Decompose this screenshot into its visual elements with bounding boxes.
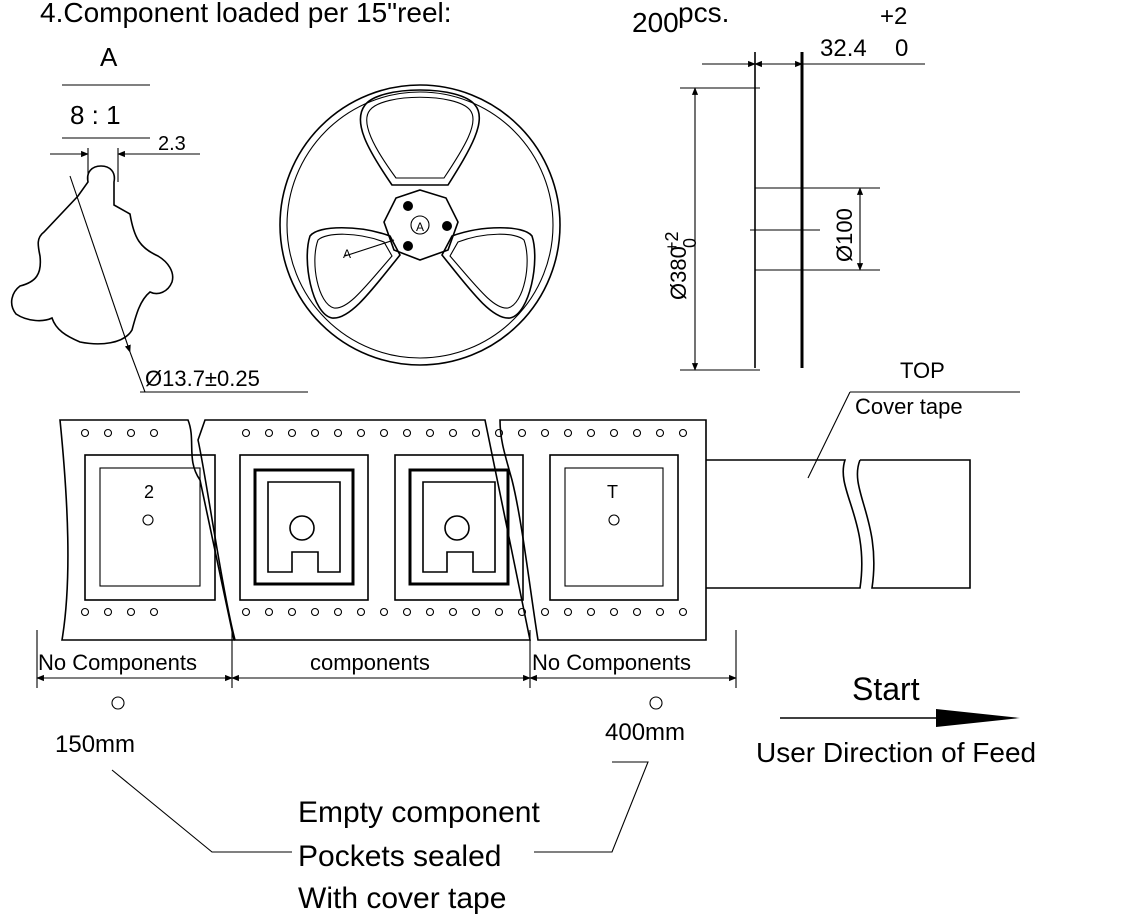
sprocket-hole — [264, 607, 274, 617]
detail-letter: A — [100, 42, 118, 72]
sprocket-hole — [310, 428, 320, 438]
sprocket-hole — [402, 607, 412, 617]
top-label: TOP — [900, 358, 945, 383]
sprocket-hole — [126, 607, 136, 617]
pocket-mark-right: T — [607, 482, 618, 502]
reel-front-view: A A — [279, 84, 561, 366]
trailer-section-label: No Components — [532, 650, 691, 675]
sprocket-hole — [448, 428, 458, 438]
start-label: Start — [852, 671, 920, 707]
key-width-value: 2.3 — [158, 133, 186, 155]
sprocket-hole — [379, 607, 389, 617]
reel-side-view: +2 32.4 0 Ø380 +2 0 Ø100 — [662, 3, 925, 371]
note-line-1: Empty component — [298, 796, 540, 829]
sprocket-hole — [517, 607, 527, 617]
note-line-3: With cover tape — [298, 882, 506, 915]
sprocket-hole — [356, 607, 366, 617]
reel-diameter: Ø380 — [666, 246, 691, 300]
loading-note: 4.Component loaded per 15"reel: — [40, 0, 452, 28]
sprocket-hole — [678, 428, 688, 438]
sprocket-hole — [563, 607, 573, 617]
carrier-tape: 2 T TOP Cover tape — [59, 358, 1020, 641]
section-dimensions: No Components components No Components — [36, 630, 737, 688]
sprocket-hole — [609, 428, 619, 438]
sprocket-hole — [678, 607, 688, 617]
hub-drive-holes — [403, 201, 452, 251]
sprocket-hole — [563, 428, 573, 438]
sprocket-hole — [494, 607, 504, 617]
sprocket-hole — [586, 607, 596, 617]
sprocket-hole — [333, 428, 343, 438]
sprocket-hole — [287, 607, 297, 617]
bore-diameter: Ø13.7±0.25 — [145, 366, 260, 391]
width-tol-upper: +2 — [880, 3, 907, 30]
width-tol-lower: 0 — [895, 35, 908, 62]
hub-callout: A — [343, 247, 351, 261]
sprocket-hole — [425, 607, 435, 617]
sprocket-hole — [425, 428, 435, 438]
pocket-empty-left: 2 — [84, 454, 216, 601]
detail-a-view: A 8 : 1 2.3 Ø13.7±0.25 — [10, 42, 308, 393]
feed-direction-label: User Direction of Feed — [756, 737, 1036, 768]
pocket-empty-right: T — [549, 454, 679, 601]
sprocket-hole — [471, 428, 481, 438]
feed-direction: Start User Direction of Feed — [756, 671, 1036, 768]
pocket-loaded-1 — [239, 454, 369, 601]
empty-pocket-note: Empty component Pockets sealed With cove… — [111, 761, 649, 915]
pocket-mark-left: 2 — [144, 482, 154, 502]
quantity-value: 200 — [632, 7, 679, 38]
leader-length: 150mm — [55, 731, 135, 758]
detail-scale: 8 : 1 — [70, 100, 121, 130]
sprocket-hole — [448, 607, 458, 617]
sprocket-hole — [80, 607, 90, 617]
sprocket-hole — [356, 428, 366, 438]
sprocket-hole — [655, 607, 665, 617]
sprocket-hole — [379, 428, 389, 438]
sprocket-hole — [586, 428, 596, 438]
sprocket-hole — [264, 428, 274, 438]
sprocket-hole — [471, 607, 481, 617]
sprocket-hole — [80, 428, 90, 438]
sprocket-hole — [241, 428, 251, 438]
diameter-tol-lower: 0 — [680, 238, 700, 248]
sprocket-hole — [402, 428, 412, 438]
sprocket-hole — [126, 428, 136, 438]
note-line-2: Pockets sealed — [298, 840, 501, 873]
sprocket-hole — [241, 607, 251, 617]
reel-diameter-label: Ø380 +2 0 — [662, 231, 700, 300]
sprocket-hole — [149, 607, 159, 617]
sprocket-hole — [609, 607, 619, 617]
diameter-tol-upper: +2 — [662, 231, 682, 252]
sprocket-hole — [494, 428, 504, 438]
hub-letter: A — [416, 220, 424, 234]
sprocket-hole — [655, 428, 665, 438]
sprocket-hole — [103, 607, 113, 617]
sprocket-hole — [310, 607, 320, 617]
hub-diameter: Ø100 — [832, 208, 857, 262]
cover-tape-label: Cover tape — [855, 394, 963, 419]
leader-section-label: No Components — [38, 650, 197, 675]
sprocket-hole — [333, 607, 343, 617]
pocket-loaded-2 — [394, 454, 524, 601]
sprocket-hole — [149, 428, 159, 438]
sprocket-holes — [80, 428, 688, 617]
sprocket-hole — [632, 428, 642, 438]
sprocket-hole — [103, 428, 113, 438]
sprocket-hole — [540, 607, 550, 617]
quantity-unit: pcs. — [678, 0, 729, 28]
sprocket-hole — [540, 428, 550, 438]
loaded-section-label: components — [310, 650, 430, 675]
sprocket-hole — [517, 428, 527, 438]
trailer-length: 400mm — [605, 719, 685, 746]
sprocket-hole — [287, 428, 297, 438]
reel-width: 32.4 — [820, 35, 867, 62]
sprocket-hole — [632, 607, 642, 617]
